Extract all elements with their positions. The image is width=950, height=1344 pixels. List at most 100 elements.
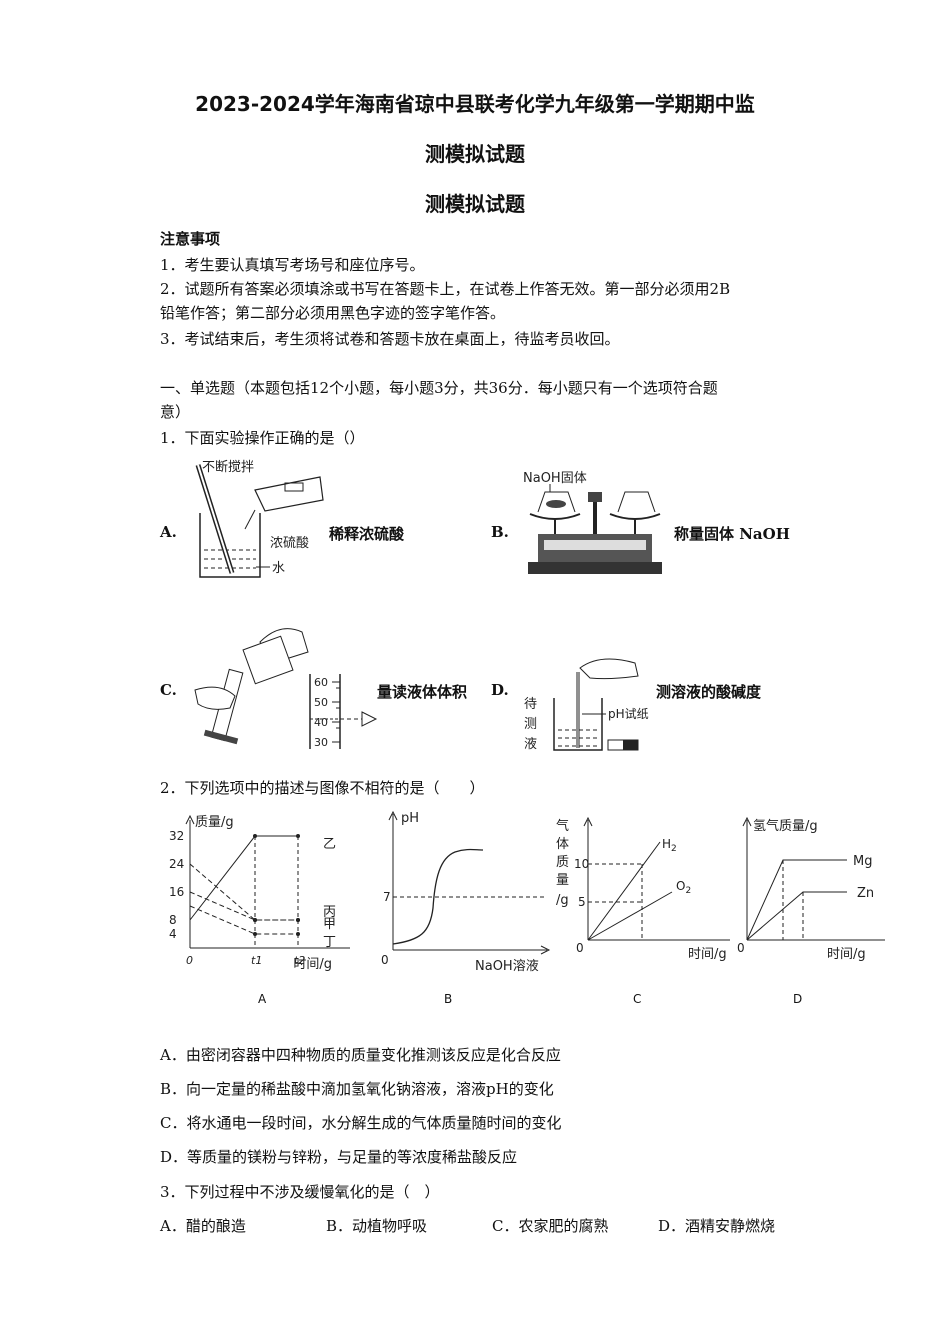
doc-title-line1: 2023-2024学年海南省琼中县联考化学九年级第一学期期中监 — [195, 92, 755, 116]
graph-a-point — [296, 834, 300, 838]
notice-heading: 注意事项 — [160, 230, 221, 248]
doc-title-line3: 测模拟试题 — [425, 192, 525, 216]
graph-c-ylabel-1: 气 — [556, 818, 569, 834]
question-3-stem: 3．下列过程中不涉及缓慢氧化的是（ ） — [160, 1183, 440, 1201]
graph-a-xtick: t1 — [251, 954, 262, 967]
graph-a-point — [253, 918, 257, 922]
graph-c-ylabel-4: 量 — [556, 873, 569, 888]
graph-a-series-label: 甲 — [323, 917, 336, 932]
cylinder-reading-illustration: 60 50 40 30 — [194, 628, 378, 749]
notice-item: 1．考生要认真填写考场号和座位序号。 — [160, 256, 425, 274]
graph-c-o2-line — [587, 891, 673, 941]
graph-c-ylabel-2: 体 — [556, 837, 569, 852]
graph-a-series-label: 乙 — [323, 837, 336, 852]
label-naoh-solid: NaOH固体 — [523, 471, 587, 486]
label-water: 水 — [272, 561, 285, 576]
question-3-option-b: B．动植物呼吸 — [326, 1217, 428, 1235]
graph-a-xlabel: 时间/g — [293, 957, 332, 972]
graph-c-ytick-10: 10 — [574, 857, 589, 871]
tick-40: 40 — [314, 716, 328, 729]
label-ce: 测 — [524, 717, 537, 732]
graph-a-ytick: 8 — [169, 913, 177, 927]
graph-d-ylabel: 氢气质量/g — [753, 818, 818, 834]
graph-d-zn-line — [746, 891, 847, 941]
notice-item: 2．试题所有答案必须填涂或书写在答题卡上，在试卷上作答无效。第一部分必须用2B — [160, 280, 731, 298]
question-2-option-c: C．将水通电一段时间，水分解生成的气体质量随时间的变化 — [160, 1114, 562, 1132]
graph-b-ylabel: pH — [401, 811, 419, 826]
question-3-option-d: D．酒精安静燃烧 — [658, 1217, 776, 1235]
graph-a-series-label: 丁 — [323, 935, 336, 950]
graph-b-origin: 0 — [381, 953, 389, 967]
option-c-caption: 量读液体体积 — [377, 683, 468, 701]
graph-a-series-line — [189, 835, 298, 921]
question-2-stem: 2．下列选项中的描述与图像不相符的是（ ） — [160, 779, 485, 797]
section-heading: 一、单选题（本题包括12个小题，每小题3分，共36分．每小题只有一个选项符合题 — [160, 379, 718, 397]
label-stir: 不断搅拌 — [202, 459, 254, 475]
graph-a-point — [253, 932, 257, 936]
graph-d-mg-line — [746, 859, 847, 941]
graph-b-ytick-7: 7 — [383, 890, 391, 904]
label-conc-acid: 浓硫酸 — [270, 536, 309, 551]
graph-a-series-line — [189, 891, 298, 921]
label-dai: 待 — [524, 697, 537, 712]
graph-c-label: C — [633, 992, 642, 1006]
option-d-letter: D. — [491, 681, 509, 699]
notice-item: 铅笔作答；第二部分必须用黑色字迹的签字笔作答。 — [160, 304, 506, 322]
graph-d-zn-label: Zn — [857, 886, 874, 901]
graph-a-label: A — [258, 992, 267, 1006]
question-2-option-b: B．向一定量的稀盐酸中滴加氢氧化钠溶液，溶液pH的变化 — [160, 1080, 554, 1098]
graph-a-ylabel: 质量/g — [195, 815, 234, 830]
graph-a-ytick: 32 — [169, 829, 184, 843]
graph-a-point — [296, 918, 300, 922]
graph-a-xtick: 0 — [186, 954, 193, 967]
question-3-option-c: C．农家肥的腐熟 — [492, 1217, 609, 1235]
question-3-option-a: A．醋的酿造 — [160, 1217, 246, 1235]
dilute-acid-illustration: 不断搅拌 浓硫酸 水 — [195, 459, 324, 578]
question-2-option-d: D．等质量的镁粉与锌粉，与足量的等浓度稀盐酸反应 — [160, 1148, 518, 1166]
graph-a-point — [253, 834, 257, 838]
question-2-option-a: A．由密闭容器中四种物质的质量变化推测该反应是化合反应 — [160, 1046, 561, 1064]
label-ye: 液 — [524, 737, 537, 752]
graph-d-origin: 0 — [737, 941, 745, 955]
graph-b-xlabel: NaOH溶液 — [475, 959, 539, 974]
option-b-letter: B. — [491, 523, 509, 541]
graph-a-series-line — [189, 905, 298, 935]
graph-a-ytick: 24 — [169, 857, 184, 871]
balance-illustration: NaOH固体 — [523, 471, 662, 574]
graph-c-h2-line — [587, 841, 661, 941]
tick-50: 50 — [314, 696, 328, 709]
graph-c-h2-label: H2 — [662, 837, 677, 854]
graph-d-hydrogen-mass: 氢气质量/g 0 Mg Zn 时间/g — [737, 816, 885, 962]
option-a-letter: A. — [160, 523, 177, 541]
option-b-caption: 称量固体 NaOH — [674, 525, 790, 543]
notice-item: 3．考试结束后，考生须将试卷和答题卡放在桌面上，待监考员收回。 — [160, 330, 620, 348]
graph-a-series-line — [189, 863, 298, 921]
graph-c-ylabel-5: /g — [556, 893, 569, 908]
graph-c-gas-mass: 气 体 质 量 /g 10 5 0 H2 O2 时间/g — [556, 816, 730, 962]
graph-c-ytick-5: 5 — [578, 895, 586, 909]
graph-a-point — [296, 932, 300, 936]
graph-a-ytick: 4 — [169, 927, 177, 941]
graph-d-label: D — [793, 992, 803, 1006]
graph-c-o2-label: O2 — [676, 879, 691, 896]
section-heading-cont: 意） — [160, 403, 191, 421]
label-ph-paper: pH试纸 — [608, 706, 649, 721]
graph-d-xlabel: 时间/g — [827, 947, 866, 962]
option-d-caption: 测溶液的酸碱度 — [656, 683, 762, 701]
question-1-stem: 1．下面实验操作正确的是（） — [160, 429, 365, 447]
ph-test-illustration: 待 测 液 pH试纸 — [524, 658, 649, 752]
tick-60: 60 — [314, 676, 328, 689]
graph-b-ph-line — [392, 848, 484, 945]
graph-c-xlabel: 时间/g — [688, 947, 727, 962]
graph-b-ph-curve: pH NaOH溶液 0 7 — [381, 810, 551, 974]
graph-c-origin: 0 — [576, 941, 584, 955]
graph-d-mg-label: Mg — [853, 854, 872, 869]
doc-title-line2: 测模拟试题 — [425, 142, 525, 166]
graph-a-xtick: t2 — [294, 954, 305, 967]
option-c-letter: C. — [160, 681, 177, 699]
graph-a-series-label: 丙 — [323, 905, 336, 920]
graph-a-ytick: 16 — [169, 885, 184, 899]
graph-c-ylabel-3: 质 — [556, 855, 569, 870]
tick-30: 30 — [314, 736, 328, 749]
